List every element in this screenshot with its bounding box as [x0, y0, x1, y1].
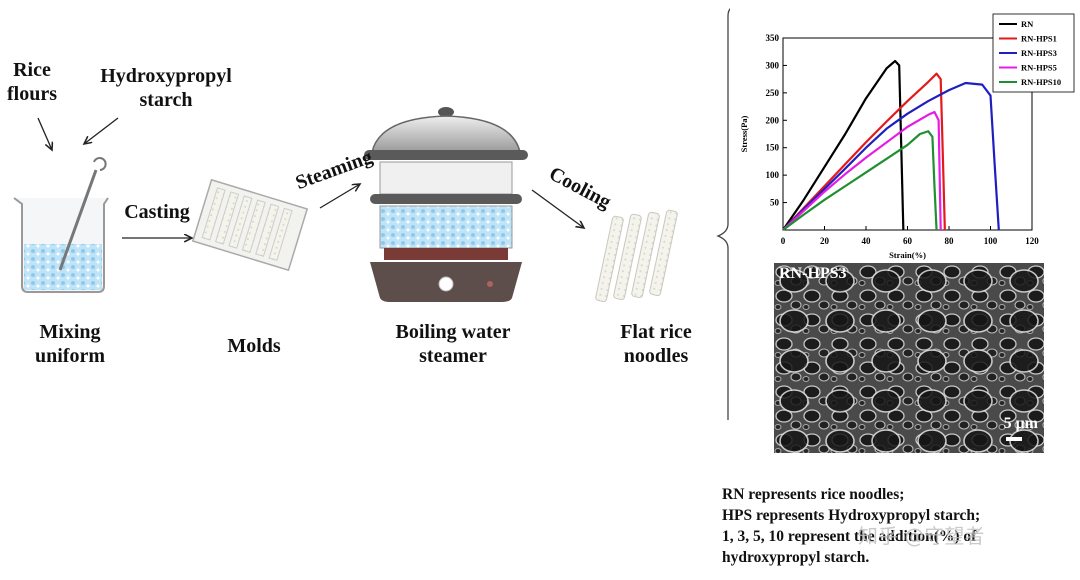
x-tick-label: 0 — [781, 236, 786, 246]
x-tick-label: 100 — [984, 236, 998, 246]
y-tick-label: 250 — [766, 88, 780, 98]
brace — [718, 6, 730, 420]
x-tick-label: 60 — [903, 236, 913, 246]
sem-scale-bar — [1006, 437, 1022, 441]
hps-arrow — [84, 118, 118, 144]
x-tick-label: 40 — [862, 236, 872, 246]
y-tick-label: 300 — [766, 60, 780, 70]
legend-label: RN-HPS1 — [1021, 34, 1057, 44]
x-tick-label: 80 — [945, 236, 955, 246]
molds-tray-icon — [193, 180, 307, 270]
sem-image: RN-HPS3 5 μm — [774, 263, 1044, 453]
flat-noodles-icon — [595, 210, 678, 302]
y-tick-label: 350 — [766, 33, 780, 43]
note-line: hydroxypropyl starch. — [722, 547, 1072, 568]
watermark: 知乎 @守望者 — [858, 520, 984, 549]
y-tick-label: 100 — [766, 170, 780, 180]
note-line: RN represents rice noodles; — [722, 484, 1072, 505]
legend-label: RN-HPS10 — [1021, 77, 1061, 87]
y-tick-label: 150 — [766, 143, 780, 153]
x-tick-label: 20 — [820, 236, 830, 246]
y-axis-label: Stress(Pa) — [739, 115, 749, 152]
y-tick-label: 50 — [770, 198, 780, 208]
x-tick-label: 120 — [1025, 236, 1039, 246]
stress-strain-chart: 0 20 40 60 80 100 120 50 100 150 200 250 300 350Strai… — [735, 8, 1075, 260]
y-tick-label: 200 — [766, 115, 780, 125]
sem-title: RN-HPS3 — [779, 265, 847, 283]
label-casting: Casting — [118, 200, 196, 224]
series-line — [783, 131, 937, 230]
legend-label: RN — [1021, 19, 1034, 29]
legend-label: RN-HPS5 — [1021, 63, 1057, 73]
rice-flour-arrow — [38, 118, 52, 150]
steamer-icon — [364, 107, 528, 302]
beaker-icon — [14, 158, 108, 292]
x-axis-label: Strain(%) — [889, 250, 926, 260]
label-molds: Molds — [214, 334, 294, 358]
steaming-arrow — [320, 184, 360, 208]
legend-label: RN-HPS3 — [1021, 48, 1057, 58]
series-line — [783, 61, 903, 230]
sem-scale-label: 5 μm — [1004, 415, 1038, 433]
